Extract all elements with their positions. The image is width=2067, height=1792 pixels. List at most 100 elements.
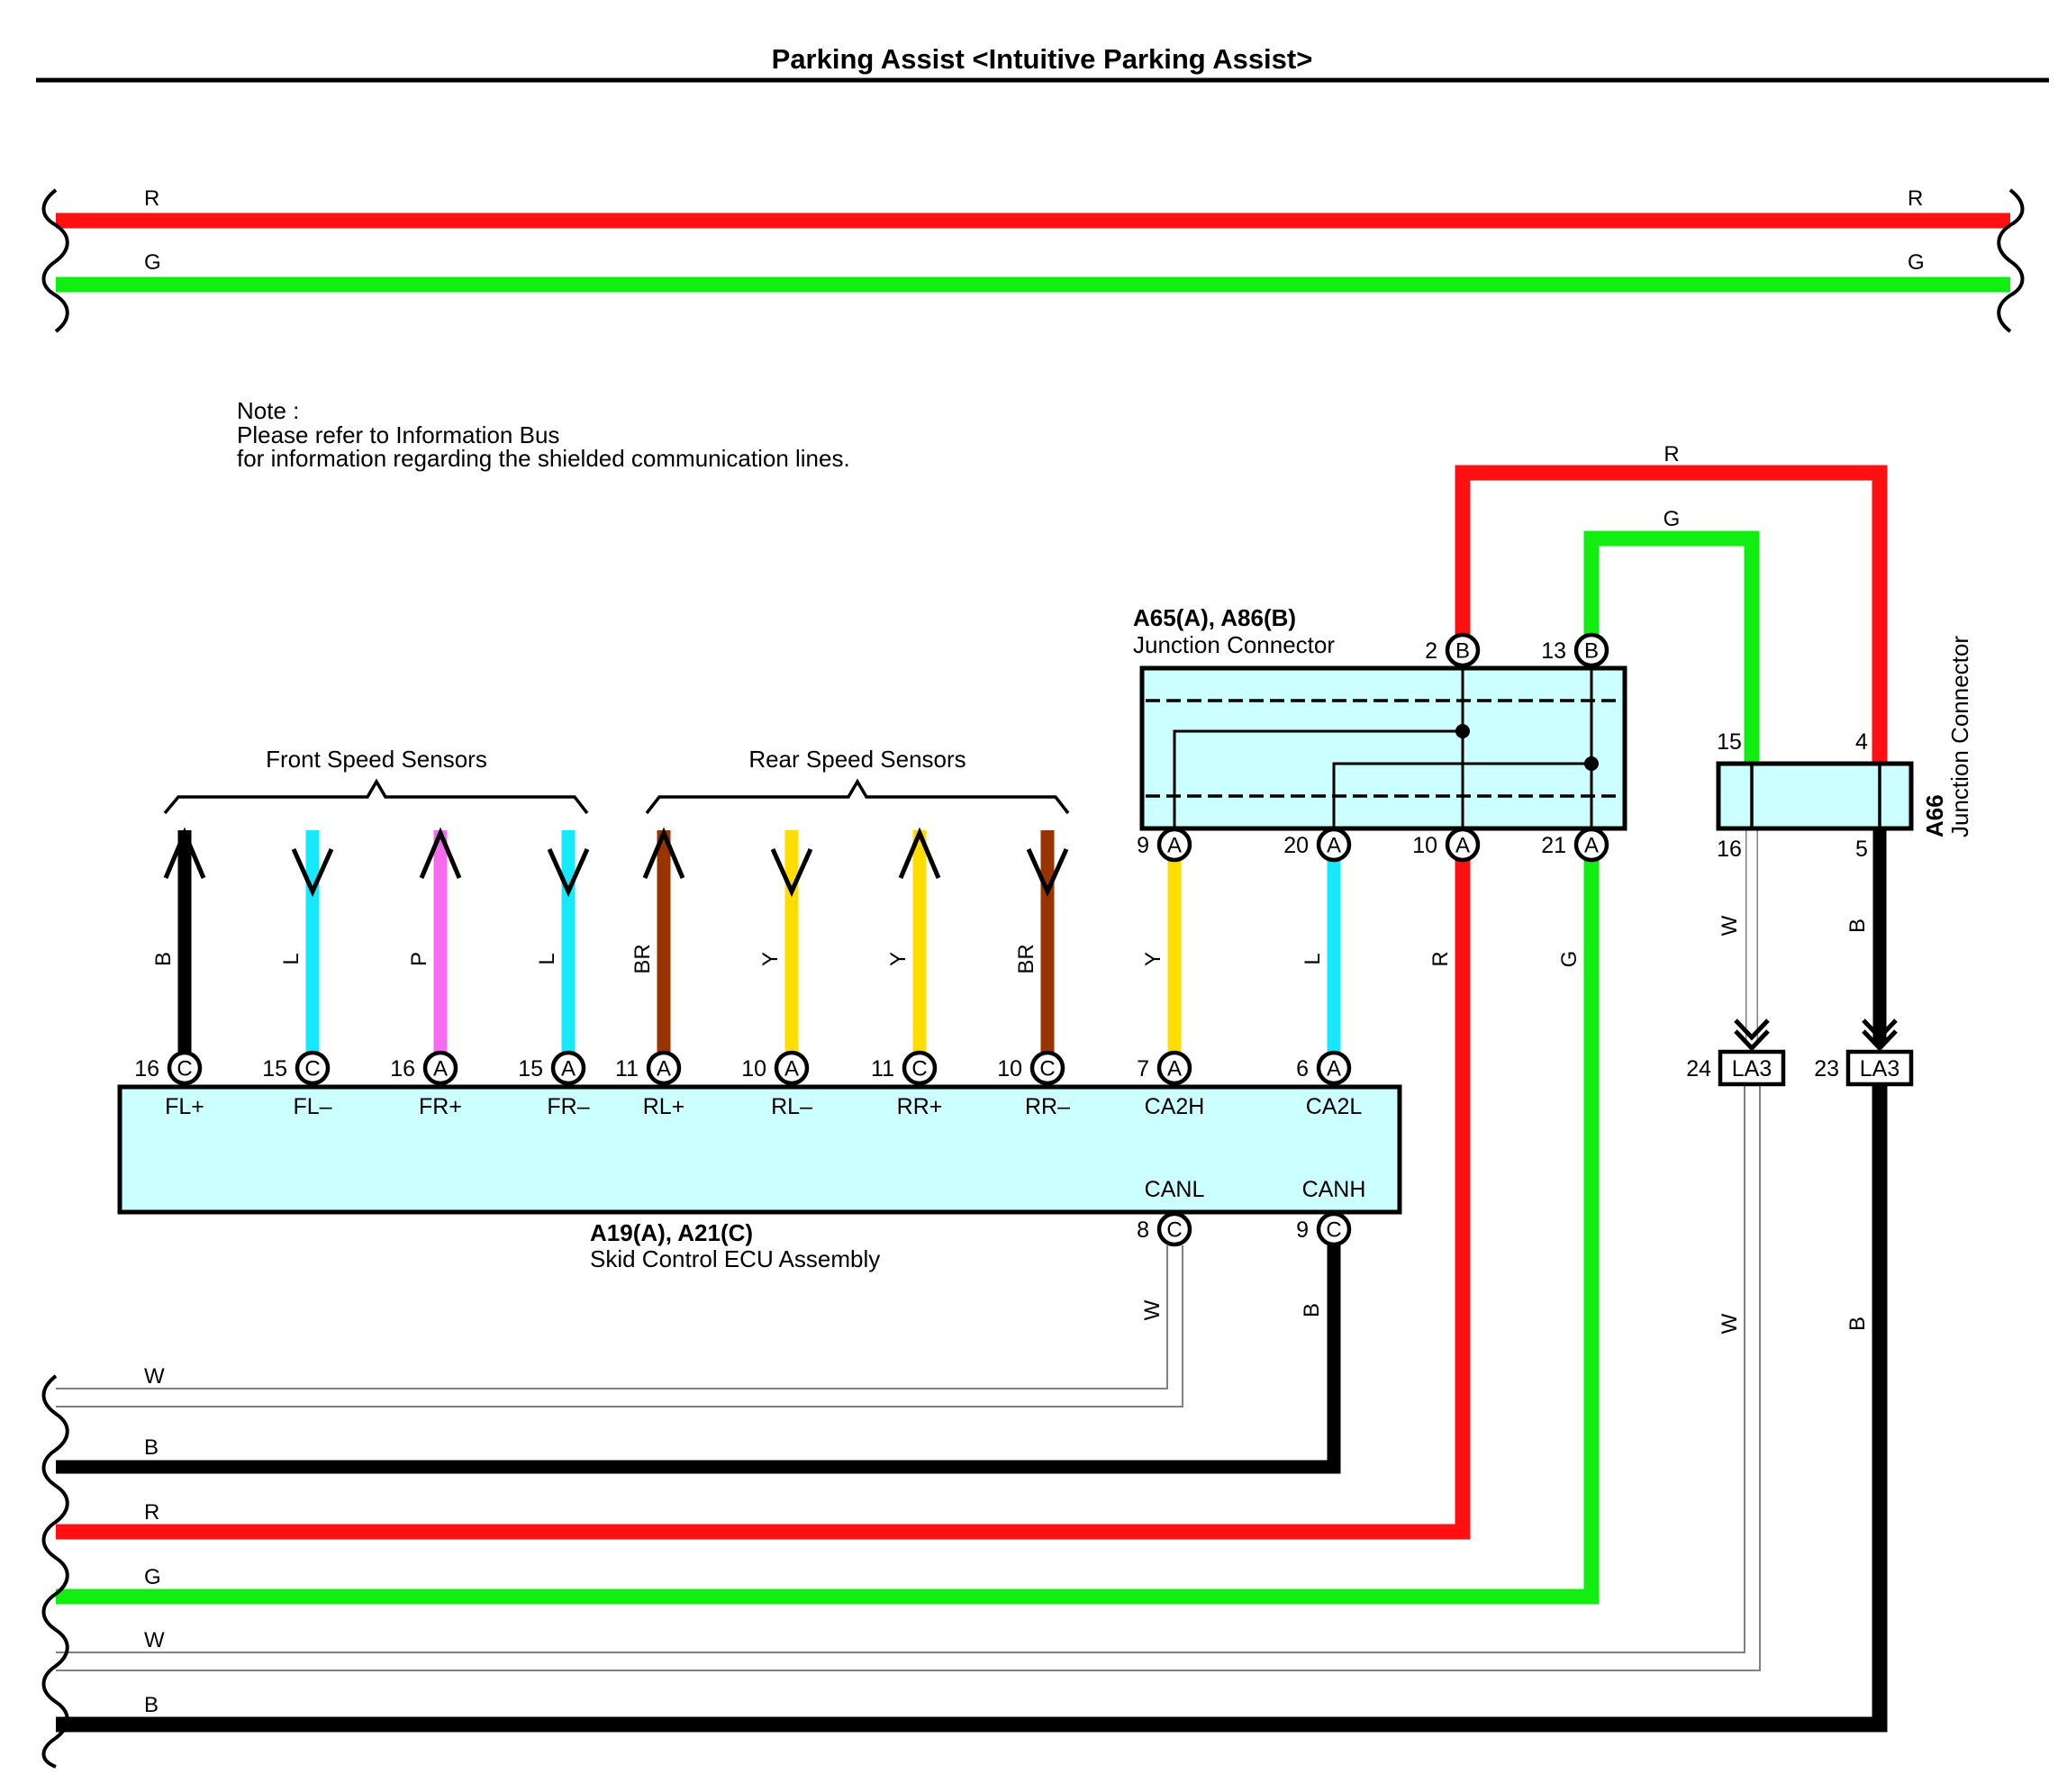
front-group-brace bbox=[163, 778, 589, 815]
ecu-pin-RL–-circle bbox=[774, 1050, 810, 1086]
la3-label: LA3 bbox=[1732, 1056, 1772, 1082]
j1-bottom-pin-21-letter: A bbox=[1584, 834, 1599, 858]
ecu-pin-RR–: C bbox=[1029, 1050, 1065, 1086]
junction2-pin-tl: 15 bbox=[1717, 729, 1742, 755]
ecu-bottom-pin-CANL-letter: C bbox=[1166, 1218, 1182, 1243]
la3-label: LA3 bbox=[1860, 1056, 1899, 1082]
j1-pin-number: 10 bbox=[1412, 833, 1437, 858]
junction2-pin-bl: 16 bbox=[1717, 837, 1742, 862]
junction2-pin-br: 5 bbox=[1855, 837, 1868, 862]
ecu-pin-CA2H-circle bbox=[1156, 1050, 1192, 1086]
ecu-name: Skid Control ECU Assembly bbox=[590, 1245, 880, 1272]
ecu-box bbox=[117, 1084, 1402, 1215]
j1-bottom-pin-20-letter: A bbox=[1327, 834, 1341, 858]
la3-w-wire-label: W bbox=[1718, 1313, 1742, 1334]
ecu-pin-FR+-circle bbox=[422, 1050, 458, 1086]
ecu-pin-number: 9 bbox=[1296, 1217, 1309, 1243]
bus-b2-wire bbox=[56, 1081, 1888, 1733]
ecu-pin-FL+: C bbox=[167, 1050, 203, 1086]
ecu-pin-number: 6 bbox=[1296, 1056, 1309, 1082]
ecu-bottom-pin-CANH-letter: C bbox=[1326, 1218, 1341, 1243]
ecu-pins: C16FL+C15FL–A16FR+A15FR–A11RL+A10RL–C11R… bbox=[134, 1050, 1366, 1247]
ecu-pin-RL+: A bbox=[646, 1050, 682, 1086]
junction-green-loop-label: G bbox=[1664, 507, 1681, 531]
j1-splice-dot-2 bbox=[1584, 756, 1599, 771]
sensor-wire-label: P bbox=[407, 952, 431, 966]
sensor-wire-label: Y bbox=[886, 952, 911, 966]
ecu-pin-CA2L-circle bbox=[1316, 1050, 1352, 1086]
j1-bottom-pin-9-circle bbox=[1156, 827, 1192, 863]
bus-w2-edge-a bbox=[56, 1081, 1745, 1653]
j1-top-pin-2: B bbox=[1445, 632, 1481, 668]
j1-bottom-pin-10: A bbox=[1445, 827, 1481, 863]
ecu-pin-CA2H-letter: A bbox=[1167, 1057, 1182, 1082]
junction2-box bbox=[1716, 761, 1914, 831]
j1-g-wire-label: G bbox=[1557, 951, 1582, 968]
ecu-pin-RL+-circle bbox=[646, 1050, 682, 1086]
j1-bottom-pin-10-letter: A bbox=[1455, 834, 1470, 858]
note-line-3: for information regarding the shielded c… bbox=[237, 445, 850, 472]
j1-pin-number: 21 bbox=[1541, 833, 1566, 858]
j1-top-pin-13-letter: B bbox=[1584, 639, 1599, 664]
ecu-terminal-name: RR+ bbox=[897, 1094, 943, 1119]
rear-group-brace bbox=[645, 778, 1070, 815]
junction-red-loop-label: R bbox=[1664, 442, 1679, 466]
ecu-pin-RR+: C bbox=[902, 1050, 938, 1086]
ecu-pin-number: 11 bbox=[615, 1056, 639, 1082]
junction-connector-a65: A65(A), A86(B) Junction Connector bbox=[1133, 604, 1627, 831]
bus-wire-label: W bbox=[144, 1628, 165, 1652]
ecu-code: A19(A), A21(C) bbox=[590, 1219, 753, 1246]
bus-wire-label: G bbox=[144, 1565, 161, 1589]
ecu-pin-number: 10 bbox=[741, 1056, 766, 1082]
ecu-pin-CA2L: A bbox=[1316, 1050, 1352, 1086]
j1-bottom-pin-21-circle bbox=[1573, 827, 1609, 863]
ecu-pin-FL+-circle bbox=[167, 1050, 203, 1086]
ecu-terminal-name: CANH bbox=[1302, 1177, 1366, 1202]
ecu-terminal-name: FL– bbox=[293, 1094, 331, 1119]
j1-r-wire-label: R bbox=[1428, 951, 1453, 966]
note-line-2: Please refer to Information Bus bbox=[237, 421, 559, 448]
rear-group-label: Rear Speed Sensors bbox=[748, 746, 966, 773]
top-bus: R R G G bbox=[41, 186, 2025, 333]
la3-box bbox=[1845, 1049, 1914, 1087]
top-bus-red-label-right: R bbox=[1908, 186, 1923, 211]
ecu-pin-FR+: A bbox=[422, 1050, 458, 1086]
j1-bottom-pin-9-letter: A bbox=[1167, 834, 1182, 858]
bus-w1-edge-a bbox=[56, 1245, 1168, 1389]
ecu-terminal-name: RL+ bbox=[643, 1094, 685, 1119]
junction-top-wires: R G bbox=[1455, 442, 1888, 765]
skid-control-ecu: A19(A), A21(C) Skid Control ECU Assembly bbox=[117, 1084, 1402, 1272]
j1-internal-a9 bbox=[1173, 729, 1463, 828]
j1-bottom-pin-21: A bbox=[1573, 827, 1609, 863]
junction1-name: Junction Connector bbox=[1133, 631, 1335, 658]
j1-pin-number: 20 bbox=[1283, 833, 1309, 858]
j1-top-pin-2-circle bbox=[1445, 632, 1481, 668]
ecu-pin-number: 8 bbox=[1137, 1217, 1149, 1243]
bus-g-wire bbox=[56, 859, 1600, 1605]
sensor-wire-label: L bbox=[1301, 953, 1325, 964]
j1-pin-number: 2 bbox=[1425, 638, 1437, 664]
j1-bottom-pin-10-circle bbox=[1445, 827, 1481, 863]
bus-wire-label: R bbox=[144, 1500, 159, 1525]
bus-wire-label: B bbox=[144, 1693, 159, 1717]
ecu-pin-RL–: A bbox=[774, 1050, 810, 1086]
ecu-pin-number: 11 bbox=[871, 1056, 894, 1082]
bus-r-wire bbox=[56, 859, 1471, 1540]
top-bus-right-break bbox=[1997, 188, 2025, 333]
ecu-terminal-name: FR– bbox=[547, 1094, 589, 1119]
j1-pin-number: 13 bbox=[1541, 638, 1566, 664]
junction1-box bbox=[1139, 665, 1627, 831]
junction1-code: A65(A), A86(B) bbox=[1133, 604, 1296, 631]
ecu-bottom-pin-CANH-circle bbox=[1316, 1211, 1352, 1247]
ecu-pin-CA2H: A bbox=[1156, 1050, 1192, 1086]
j1-pin-number: 9 bbox=[1137, 833, 1149, 858]
ecu-pin-CA2L-letter: A bbox=[1327, 1057, 1341, 1082]
j1-top-pin-13: B bbox=[1573, 632, 1609, 668]
sensor-wire-label: B bbox=[151, 952, 176, 966]
la3-b-wire-label: B bbox=[1845, 1317, 1870, 1331]
ecu-terminal-name: CA2H bbox=[1145, 1094, 1205, 1119]
ecu-pin-FL–-circle bbox=[295, 1050, 331, 1086]
la3-pin-number: 23 bbox=[1814, 1056, 1839, 1082]
rear-speed-sensors-group: Rear Speed Sensors bbox=[645, 746, 1070, 815]
